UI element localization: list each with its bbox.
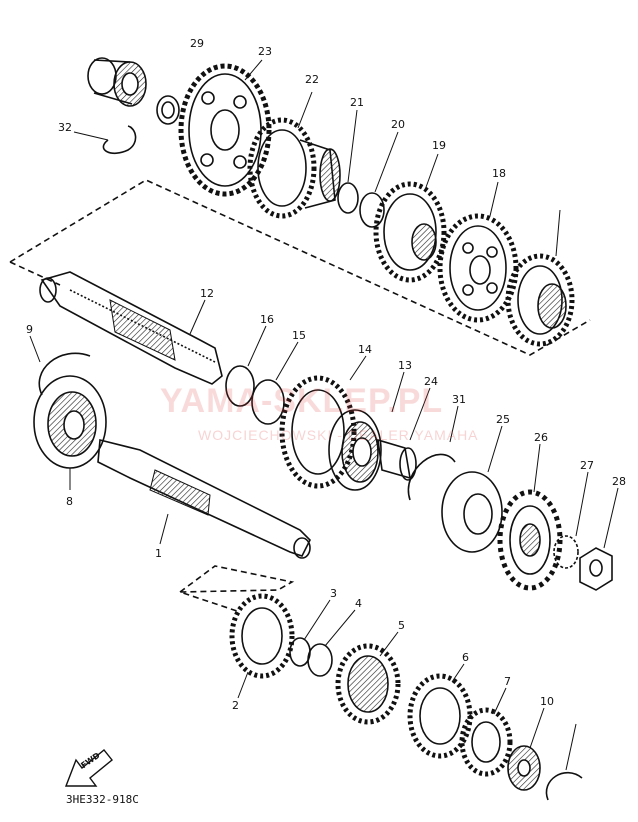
callout-14: 14 — [358, 343, 372, 356]
callout-8: 8 — [66, 495, 73, 508]
main-axle-12 — [39, 271, 223, 385]
callout-21: 21 — [350, 96, 364, 109]
circlip-32 — [102, 125, 137, 155]
callout-25: 25 — [496, 413, 510, 426]
callout-15: 15 — [292, 329, 306, 342]
leader-lines — [29, 59, 619, 771]
callout-5: 5 — [398, 619, 405, 632]
callout-12: 12 — [200, 287, 214, 300]
collar-24 — [377, 438, 411, 480]
bearing-10 — [507, 745, 541, 791]
callout-24: 24 — [424, 375, 438, 388]
callout-4: 4 — [355, 597, 362, 610]
callout-22: 22 — [305, 73, 319, 86]
callout-28: 28 — [612, 475, 626, 488]
watermark-sub: WOJCIECHOWSKI - DEALER YAMAHA — [198, 427, 479, 443]
callout-27: 27 — [580, 459, 594, 472]
callout-9: 9 — [26, 323, 33, 336]
bearing-upper — [87, 57, 147, 107]
callout-32: 32 — [58, 121, 72, 134]
seal-25 — [441, 471, 503, 553]
circlip-31 — [407, 453, 456, 501]
callout-10: 10 — [540, 695, 554, 708]
circlip-4 — [307, 643, 333, 677]
callout-29: 29 — [190, 37, 204, 50]
diagram-code: 3HE332-918C — [66, 793, 139, 806]
gear-19 — [373, 181, 447, 283]
nut-28 — [579, 547, 613, 591]
callout-2: 2 — [232, 699, 239, 712]
bearing-8 — [33, 375, 107, 469]
gear-7 — [459, 707, 513, 777]
callout-18: 18 — [492, 167, 506, 180]
washer-29 — [156, 95, 180, 125]
circlip-9 — [38, 352, 91, 396]
callout-20: 20 — [391, 118, 405, 131]
drive-axle-1 — [97, 438, 311, 559]
bearing-13 — [328, 409, 382, 491]
lower-assembly-outline — [179, 565, 295, 613]
callout-6: 6 — [462, 651, 469, 664]
upper-assembly-outline — [9, 179, 591, 356]
callout-1: 1 — [155, 547, 162, 560]
upper-assembly-outline-lower — [9, 261, 61, 286]
gear-upper-right — [505, 253, 575, 347]
callout-3: 3 — [330, 587, 337, 600]
washer-20 — [359, 192, 385, 228]
washer-3 — [289, 637, 311, 667]
circlip-11 — [545, 772, 583, 801]
sprocket-26 — [497, 489, 563, 591]
callout-13: 13 — [398, 359, 412, 372]
circlip-15 — [251, 379, 285, 425]
gear-5 — [335, 643, 401, 725]
circlip-21 — [337, 182, 359, 214]
gear-23 — [178, 63, 272, 197]
callout-31: 31 — [452, 393, 466, 406]
lock-washer-27 — [553, 535, 579, 569]
callout-23: 23 — [258, 45, 272, 58]
circlip-16 — [225, 365, 255, 407]
gear-2 — [229, 593, 295, 679]
callout-16: 16 — [260, 313, 274, 326]
gear-18 — [437, 213, 519, 323]
watermark-main: YAMA-SKLEP.PL — [160, 382, 444, 420]
gear-22 — [247, 117, 341, 219]
callout-26: 26 — [534, 431, 548, 444]
callout-19: 19 — [432, 139, 446, 152]
callout-7: 7 — [504, 675, 511, 688]
forward-arrow-icon — [64, 749, 113, 787]
